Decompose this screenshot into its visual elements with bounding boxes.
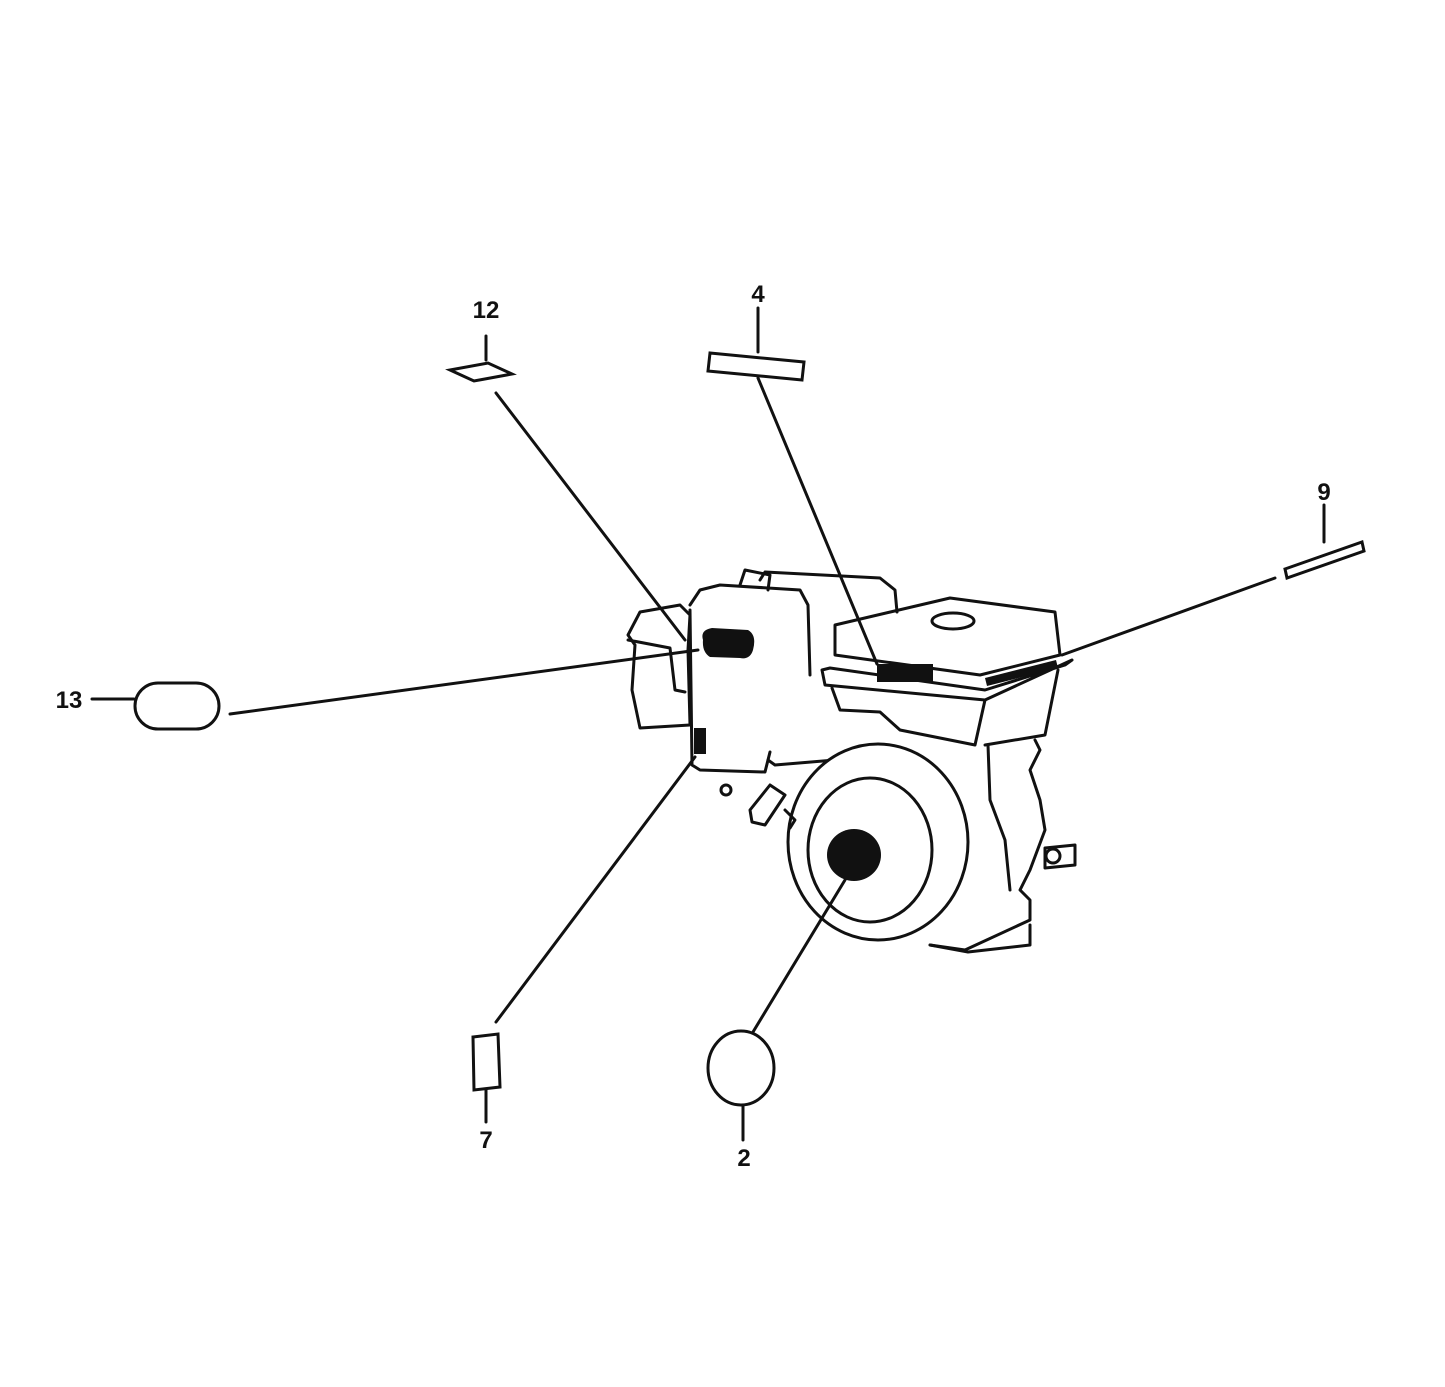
leader-lines: [90, 306, 1326, 1142]
oval-decal-on-engine: [702, 628, 755, 659]
engine-illustration: [626, 568, 1077, 954]
callout-2: 2: [737, 1145, 750, 1172]
callout-4: 4: [751, 281, 765, 308]
part-4-rect-decal: [706, 351, 806, 382]
part-9-strip-decal: [1283, 540, 1366, 580]
small-decal-on-engine: [694, 728, 706, 754]
callout-13: 13: [56, 687, 83, 714]
callout-12: 12: [473, 297, 500, 324]
tank-decal-side: [985, 660, 1058, 686]
part-7-small-decal: [471, 1032, 502, 1092]
tank-decal-front: [877, 664, 933, 682]
callout-7: 7: [479, 1127, 492, 1154]
callout-9: 9: [1317, 479, 1330, 506]
part-13-oval-decal: [133, 681, 221, 731]
round-decal-on-engine: [827, 829, 881, 881]
part-12-diamond-decal: [445, 361, 517, 383]
part-2-round-decal: [706, 1029, 776, 1107]
